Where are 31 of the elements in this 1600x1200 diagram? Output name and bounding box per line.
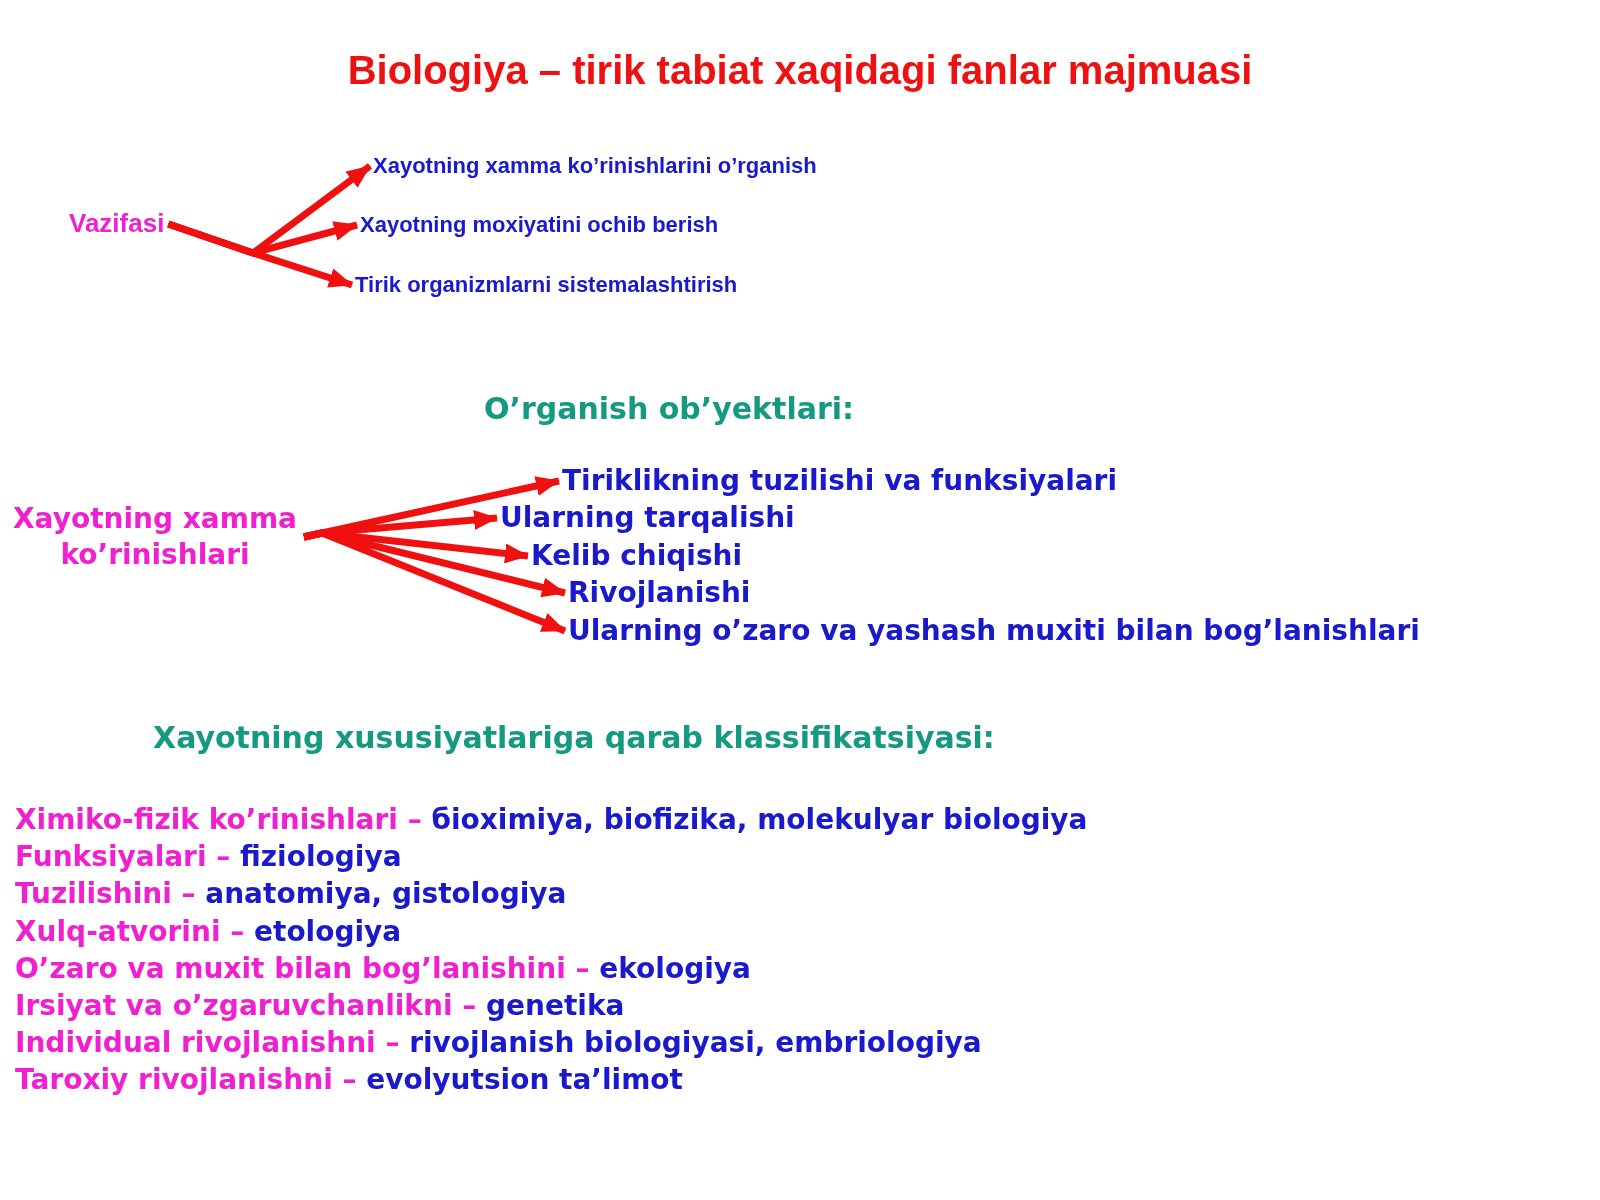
node-text: Tiriklikning tuzilishi va funksiyalari — [562, 462, 1118, 500]
node-text: Kelib chiqishi — [531, 537, 743, 575]
node-text: Vazifasi — [69, 207, 165, 241]
classification-term: Irsiyat va o’zgaruvchanlikni – — [15, 989, 477, 1022]
arrow — [167, 220, 354, 289]
classification-field: бioximiya, biofizika, molekulyar biologiya — [431, 803, 1088, 836]
node-text: Tirik organizmlarni sistemalashtirish — [355, 270, 738, 300]
title: Biologiya – tirik tabiat xaqidagi fanlar majmuasi — [347, 48, 1253, 93]
classification-field: genetika — [486, 989, 625, 1022]
classification-field: evolyutsion ta’limot — [366, 1063, 683, 1097]
section-heading: O’rganish ob’yektlari: — [484, 390, 854, 426]
node-text: Xayotning xamma ko’rinishlarini o’rganish — [373, 151, 817, 181]
classification-field: fiziologiya — [240, 840, 402, 874]
classification-term: Funksiyalari – — [15, 840, 231, 874]
classification-term: Individual rivojlanishni – — [15, 1026, 400, 1060]
classification-term: Tuzilishini – — [15, 877, 196, 911]
node-text: Ularning tarqalishi — [500, 499, 795, 537]
classification-term: O’zaro va muxit bilan bog’lanishini – — [15, 951, 590, 985]
classification-term: Ximiko-fizik ko’rinishlari – — [15, 803, 422, 836]
classification-field: anatomiya, gistologiya — [205, 877, 567, 911]
classification-field: ekologiya — [599, 951, 751, 985]
section-heading: Xayotning xususiyatlariga qarab klassifikatsiyasi: — [153, 719, 995, 755]
node-text: Xayotning moxiyatini ochib berish — [360, 210, 719, 240]
node-text: Ularning o’zaro va yashash muxiti bilan bog’lanishlari — [568, 612, 1420, 650]
classification-term: Xulq-atvorini – — [15, 914, 245, 948]
classification-field: etologiya — [254, 914, 402, 948]
node-text: Xayotning xamma ko’rinishlari — [10, 500, 300, 574]
classification-field: rivojlanish biologiyasi, embriologiya — [409, 1026, 982, 1060]
arrow — [303, 529, 567, 635]
classification-term: Taroxiy rivojlanishni – — [15, 1063, 357, 1097]
node-text: Rivojlanishi — [568, 574, 751, 612]
